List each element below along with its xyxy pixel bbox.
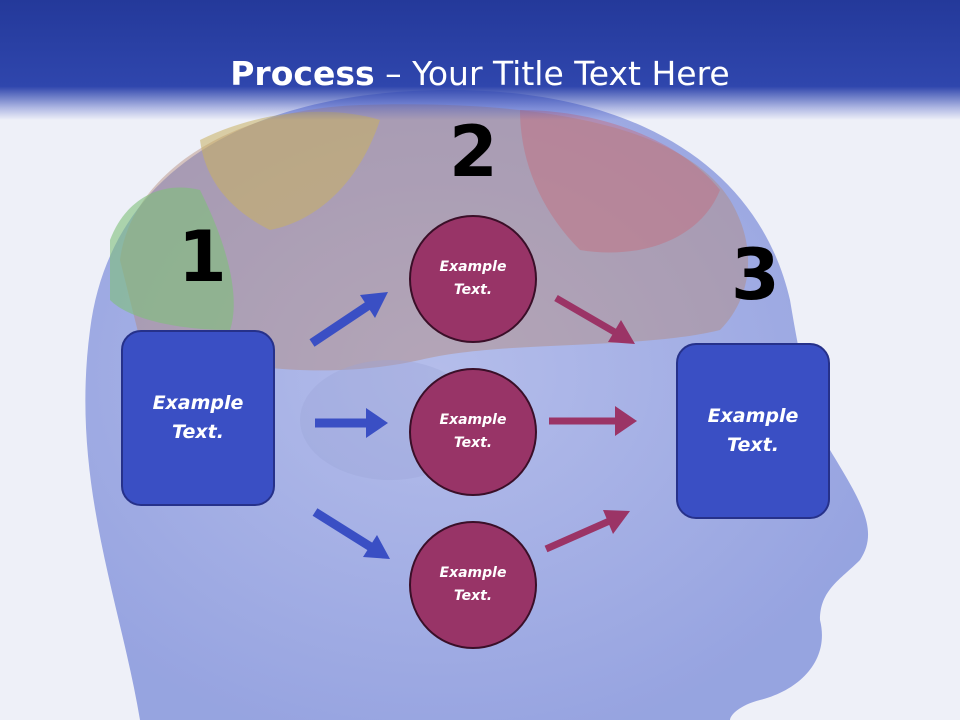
start-box-text: Example Text.	[152, 392, 244, 443]
blue-arrow-up	[309, 292, 388, 347]
title-bold: Process	[230, 54, 375, 93]
step-number-3: 3	[731, 234, 780, 316]
step-number-1: 1	[178, 216, 227, 298]
red-arrow-down	[554, 294, 635, 344]
process-circle-bottom: Example Text.	[409, 521, 537, 649]
end-box-text: Example Text.	[707, 405, 799, 456]
page-title: Process – Your Title Text Here	[0, 52, 960, 96]
title-rest: – Your Title Text Here	[374, 54, 730, 93]
blue-arrow-middle	[315, 408, 388, 438]
title-bar	[0, 0, 960, 120]
circle-bottom-text: Example Text.	[439, 565, 507, 604]
step-number-2: 2	[449, 111, 498, 193]
circle-top-text: Example Text.	[439, 259, 507, 298]
red-arrow-middle	[549, 406, 637, 436]
circle-middle-text: Example Text.	[439, 412, 507, 451]
end-box: Example Text.	[676, 343, 830, 519]
blue-arrow-down	[312, 508, 390, 559]
process-circle-top: Example Text.	[409, 215, 537, 343]
start-box: Example Text.	[121, 330, 275, 506]
red-arrow-up	[544, 510, 630, 553]
process-circle-middle: Example Text.	[409, 368, 537, 496]
